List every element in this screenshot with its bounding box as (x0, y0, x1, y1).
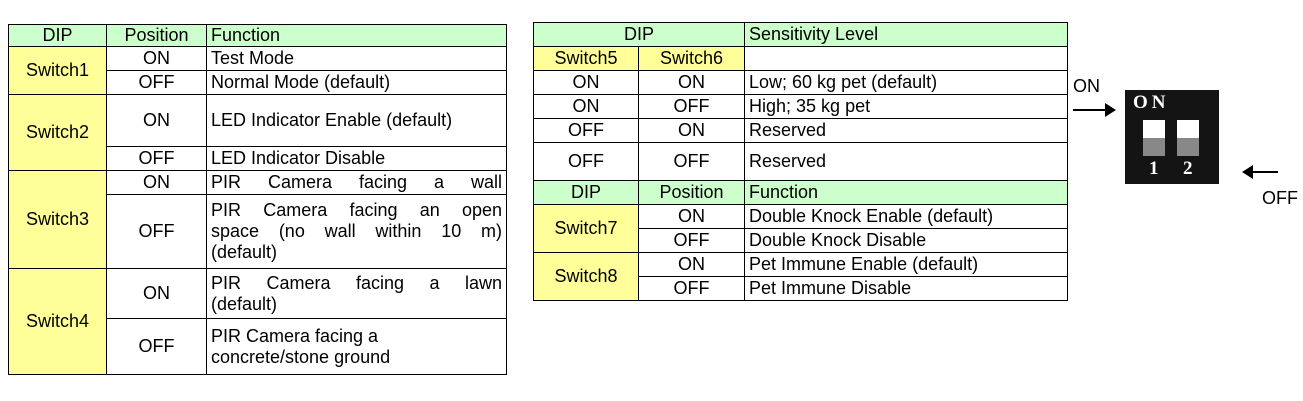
switch4-off-position: OFF (106, 318, 207, 375)
arrow-right-head-icon (1105, 103, 1116, 117)
switch7-label: Switch7 (533, 204, 639, 253)
sens-row-4-s6: OFF (637, 142, 746, 181)
sens-row-1-s6: ON (637, 70, 746, 95)
dip-table-switch1-4: DIP Position Function Switch1 ON Test Mo… (8, 24, 507, 375)
sens-row-3-s6: ON (637, 118, 746, 143)
switch3-label: Switch3 (8, 170, 107, 269)
switch3-off-function: PIR Camera facing an open space (no wall… (206, 194, 507, 269)
header-dip: DIP (8, 24, 107, 47)
sens-row-4-level: Reserved (744, 142, 1069, 181)
sens-row-3-level: Reserved (744, 118, 1069, 143)
sens-row-1-s5: ON (533, 70, 639, 95)
chip-number-1: 1 (1149, 158, 1159, 179)
header-position: Position (106, 24, 207, 47)
switch3-on-position: ON (106, 170, 207, 195)
switch7-on-function: Double Knock Enable (default) (744, 204, 1069, 229)
header2-dip: DIP (533, 180, 639, 205)
dip-toggle-1 (1143, 120, 1165, 156)
header-dip: DIP (532, 22, 746, 47)
switch7-off-function: Double Knock Disable (744, 228, 1069, 253)
switch1-on-function: Test Mode (206, 46, 507, 71)
switch8-on-function: Pet Immune Enable (default) (744, 252, 1069, 277)
switch4-on-position: ON (106, 268, 207, 319)
switch1-off-function: Normal Mode (default) (206, 70, 507, 95)
switch4-label: Switch4 (8, 268, 107, 375)
switch1-label: Switch1 (8, 46, 107, 95)
switch4-on-function-line2: (default) (211, 293, 278, 314)
chip-number-2: 2 (1183, 158, 1193, 179)
switch2-label: Switch2 (8, 94, 107, 171)
sens-row-3-s5: OFF (533, 118, 639, 143)
switch4-on-function: PIR Camera facing a lawn (default) (206, 268, 507, 319)
dip-switch-diagram: ON ON 1 2 OFF (1070, 72, 1300, 212)
switch4-on-function-line1: PIR Camera facing a lawn (211, 272, 502, 293)
sens-row-1-level: Low; 60 kg pet (default) (744, 70, 1069, 95)
switch2-on-function: LED Indicator Enable (default) (206, 94, 507, 147)
switch8-off-position: OFF (637, 276, 746, 301)
switch7-off-position: OFF (637, 228, 746, 253)
switch3-off-function-line3: (default) (211, 242, 278, 262)
switch8-label: Switch8 (533, 252, 639, 301)
switch2-on-position: ON (106, 94, 207, 147)
sens-row-2-level: High; 35 kg pet (744, 94, 1069, 119)
switch6-label: Switch6 (637, 46, 746, 71)
switch3-on-function: PIR Camera facing a wall (206, 170, 507, 195)
on-direction-label: ON (1073, 76, 1100, 96)
switch1-off-position: OFF (106, 70, 207, 95)
header2-position: Position (637, 180, 746, 205)
sens-row-2-s5: ON (533, 94, 639, 119)
dip-table-switch5-8: DIP Sensitivity Level Switch5 Switch6 ON… (532, 22, 1069, 301)
dip-switch-chip: ON 1 2 (1125, 90, 1219, 184)
sens-row-2-s6: OFF (637, 94, 746, 119)
switch3-off-position: OFF (106, 194, 207, 269)
switch4-off-function-line2: concrete/stone ground (211, 346, 391, 367)
dip-toggle-2 (1177, 120, 1199, 156)
header-sensitivity-level: Sensitivity Level (744, 22, 1069, 47)
switch3-off-function-line1: PIR Camera facing an open (211, 200, 502, 220)
arrow-left-head-icon (1242, 165, 1253, 179)
header2-function: Function (744, 180, 1069, 205)
sens-row-4-s5: OFF (533, 142, 639, 181)
switch4-off-function-line1: PIR Camera facing a (211, 325, 379, 346)
off-direction-label: OFF (1262, 188, 1298, 208)
switch1-on-position: ON (106, 46, 207, 71)
switch5-label: Switch5 (533, 46, 639, 71)
switch2-off-function: LED Indicator Disable (206, 146, 507, 171)
arrow-right-icon (1073, 109, 1107, 111)
header-function: Function (206, 24, 507, 47)
switch2-off-position: OFF (106, 146, 207, 171)
chip-on-text: ON (1133, 92, 1170, 113)
switch8-on-position: ON (637, 252, 746, 277)
switch4-off-function: PIR Camera facing a concrete/stone groun… (206, 318, 507, 375)
empty-cell (744, 46, 1069, 71)
switch7-on-position: ON (637, 204, 746, 229)
arrow-left-icon (1252, 171, 1278, 173)
switch3-off-function-line2: space (no wall within 10 m) (211, 221, 502, 241)
switch8-off-function: Pet Immune Disable (744, 276, 1069, 301)
